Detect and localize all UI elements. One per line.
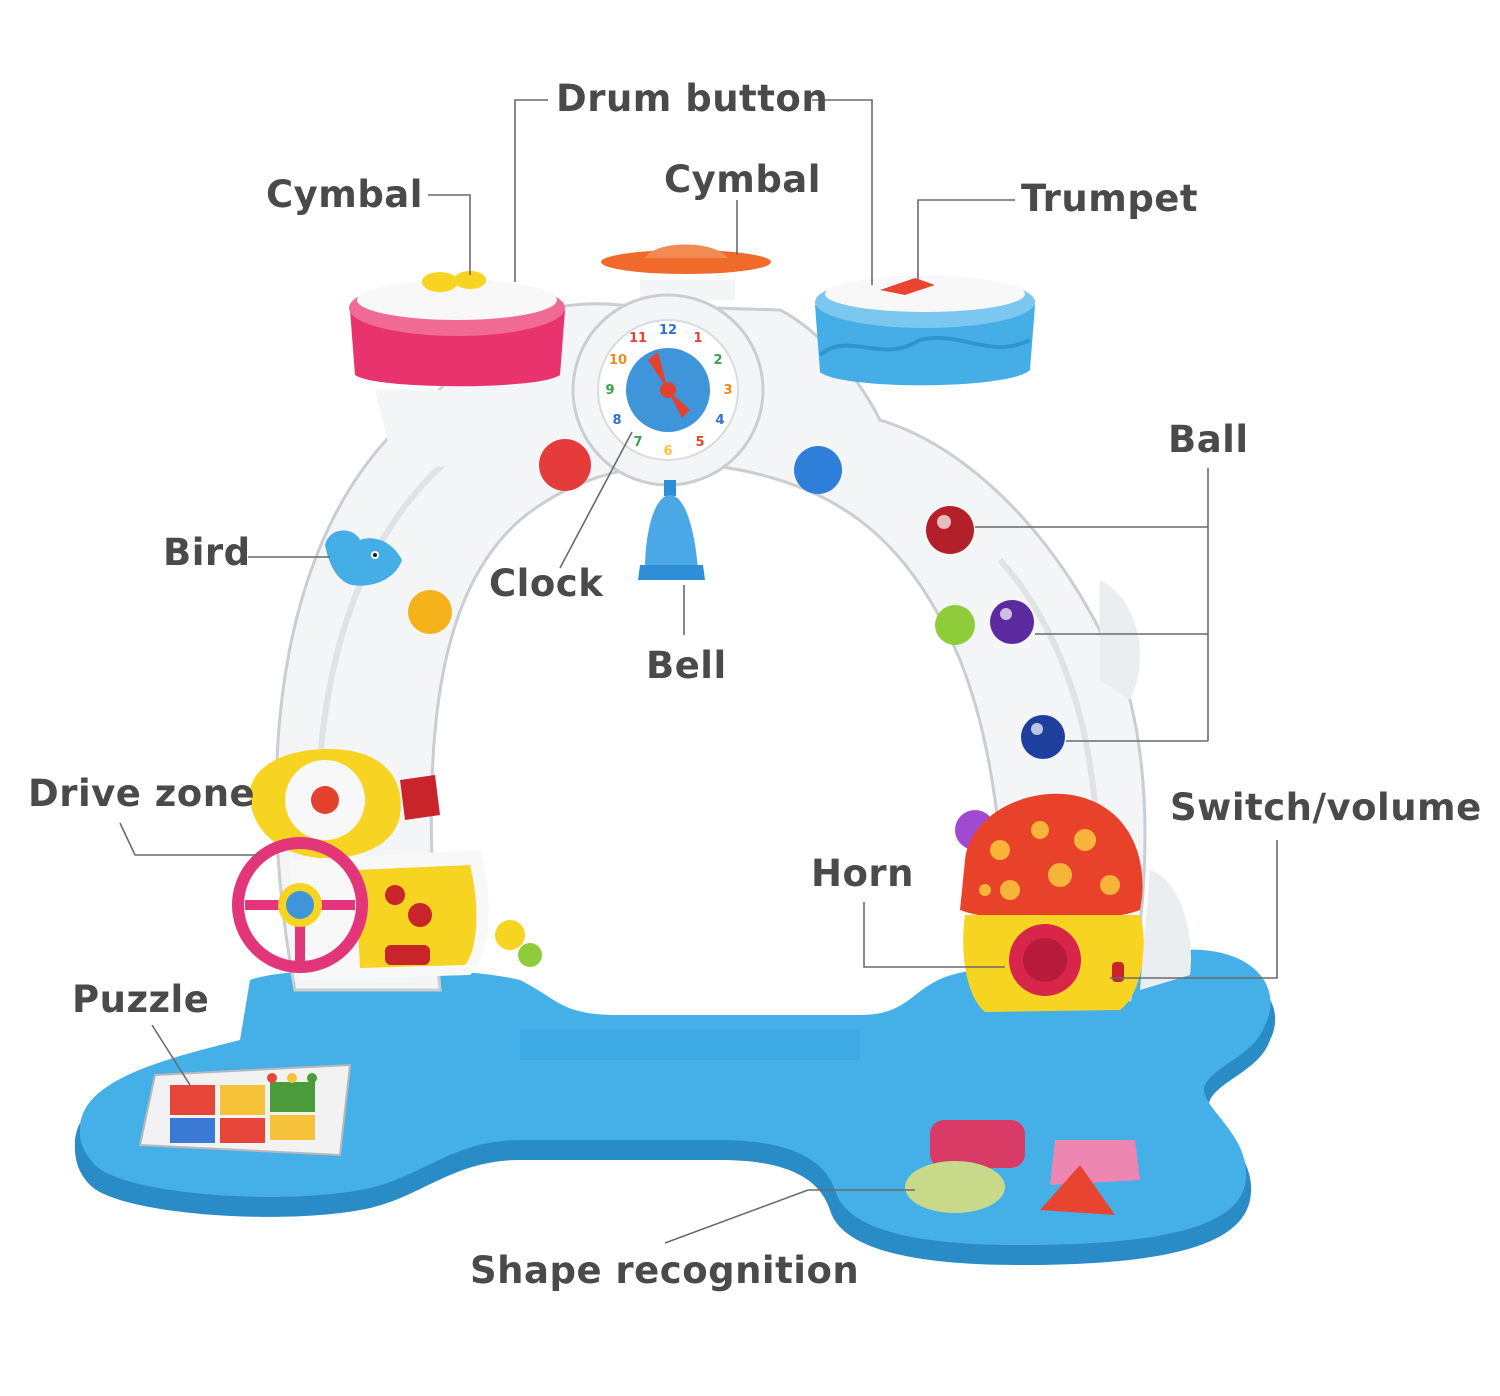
puzzle-label: Puzzle [72,978,210,1021]
leader-cymbal-left [428,194,471,275]
clock-number: 9 [605,383,614,398]
bell-label: Bell [646,644,727,687]
cymbal-left-label: Cymbal [266,173,423,216]
clock-number: 3 [723,383,732,398]
shape-recognition-label: Shape recognition [470,1249,860,1292]
right-drum [815,276,1035,386]
gear-decoration [495,920,542,967]
clock-number: 10 [609,353,627,368]
bell-icon [638,480,705,580]
clock-number: 7 [633,435,642,450]
ball-icon [926,506,1065,759]
leader-puzzle [151,1024,191,1086]
drive-zone-label: Drive zone [28,772,256,815]
leader-ball [975,468,1209,742]
cymbal-center-label: Cymbal [664,158,821,201]
leader-drive-zone [119,822,258,856]
clock-label: Clock [489,562,604,605]
clock-number: 4 [715,413,724,428]
leader-horn [863,902,1005,968]
clock-number: 12 [659,323,677,338]
leader-switch-volume [1110,840,1278,979]
clock-number: 2 [713,353,722,368]
drum-button-label: Drum button [556,77,829,120]
leader-drum-button-right [812,99,873,285]
left-drum [349,271,565,470]
leader-lines [119,99,1278,1244]
center-cymbal [601,244,771,300]
leader-clock [559,431,633,569]
switch-volume-label: Switch/volume [1170,786,1482,829]
clock-number: 1 [693,331,702,346]
clock-number: 11 [629,331,647,346]
bird-icon [325,530,402,586]
clock-number: 5 [695,435,704,450]
trumpet-label: Trumpet [1021,177,1199,220]
leader-shape-recognition [664,1189,915,1244]
ball-label: Ball [1168,418,1249,461]
leader-drum-button-left [514,99,548,282]
clock-number: 8 [612,413,621,428]
clock-number: 6 [663,444,672,459]
shape-buttons [905,1120,1140,1215]
puzzle-panel-icon [138,1063,352,1157]
bird-label: Bird [163,531,251,574]
leader-trumpet [917,199,1015,280]
mushroom-icon [960,793,1144,1012]
horn-label: Horn [811,852,914,895]
steering-wheel-icon [232,837,368,973]
clock-icon: 12 1 2 3 4 5 6 7 8 9 10 11 [571,293,765,487]
